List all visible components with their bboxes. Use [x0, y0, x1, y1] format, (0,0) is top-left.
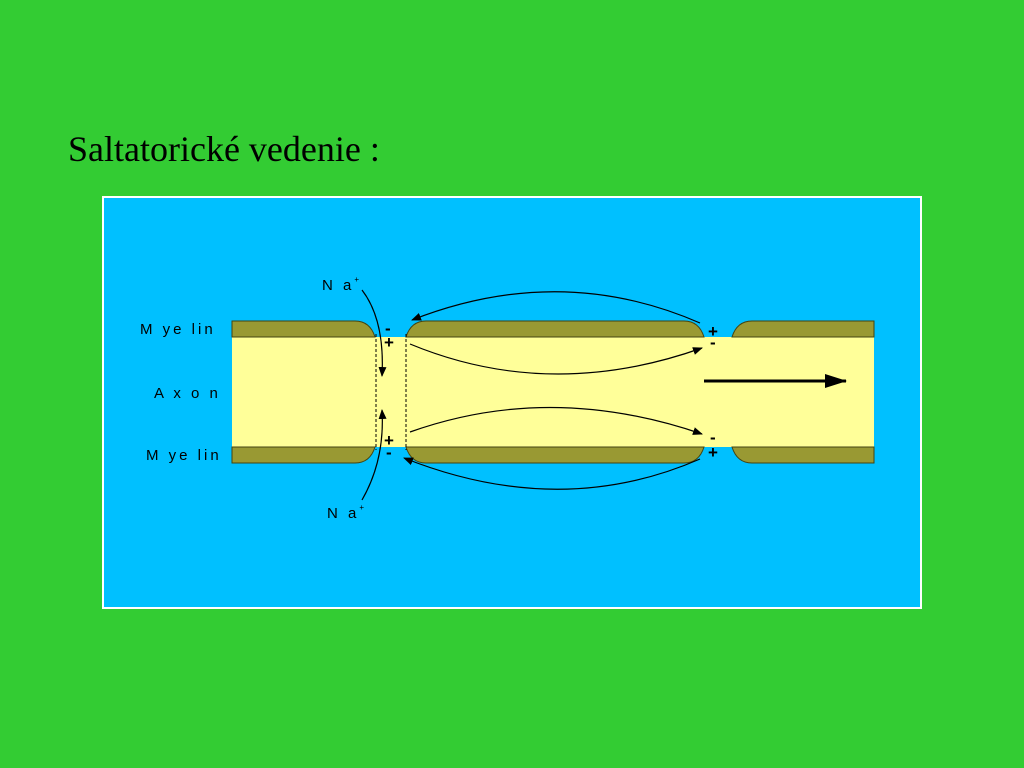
slide-title: Saltatorické vedenie :: [68, 129, 380, 169]
sodium-influx-arrow-top: [361, 289, 387, 377]
sign-node2-bottom-outer: +: [708, 443, 718, 462]
current-loop-top-inner: [409, 343, 703, 375]
label-sodium-bottom: N a+: [327, 503, 367, 522]
label-sodium-top: N a+: [322, 275, 362, 294]
myelin-sheath-bottom-left: [231, 446, 376, 464]
axon-body: [232, 337, 874, 447]
myelin-sheath-bottom-middle: [405, 446, 705, 464]
sign-node1-top-outer: -: [385, 319, 391, 338]
myelin-sheath-top-right: [731, 320, 875, 338]
current-loop-top-outer: [411, 291, 701, 324]
label-myelin-top: M ye lin: [140, 321, 216, 338]
current-loop-bottom-inner: [409, 406, 703, 435]
sign-node2-top-outer: +: [708, 322, 718, 341]
sign-node1-bottom-inner: +: [384, 431, 394, 450]
sign-node1-bottom-outer: -: [386, 443, 392, 462]
label-axon: A x o n: [154, 385, 221, 402]
sign-node1-top-inner: +: [384, 333, 394, 352]
sodium-influx-arrow-bottom: [361, 409, 387, 501]
myelin-sheath-bottom-right: [731, 446, 875, 464]
sign-node2-bottom-inner: -: [710, 428, 716, 447]
sign-node2-top-inner: -: [710, 333, 716, 352]
label-myelin-bottom: M ye lin: [146, 447, 222, 464]
myelin-sheath-top-left: [231, 320, 376, 338]
current-loop-bottom-outer: [403, 457, 701, 490]
myelin-sheath-top-middle: [405, 320, 705, 338]
